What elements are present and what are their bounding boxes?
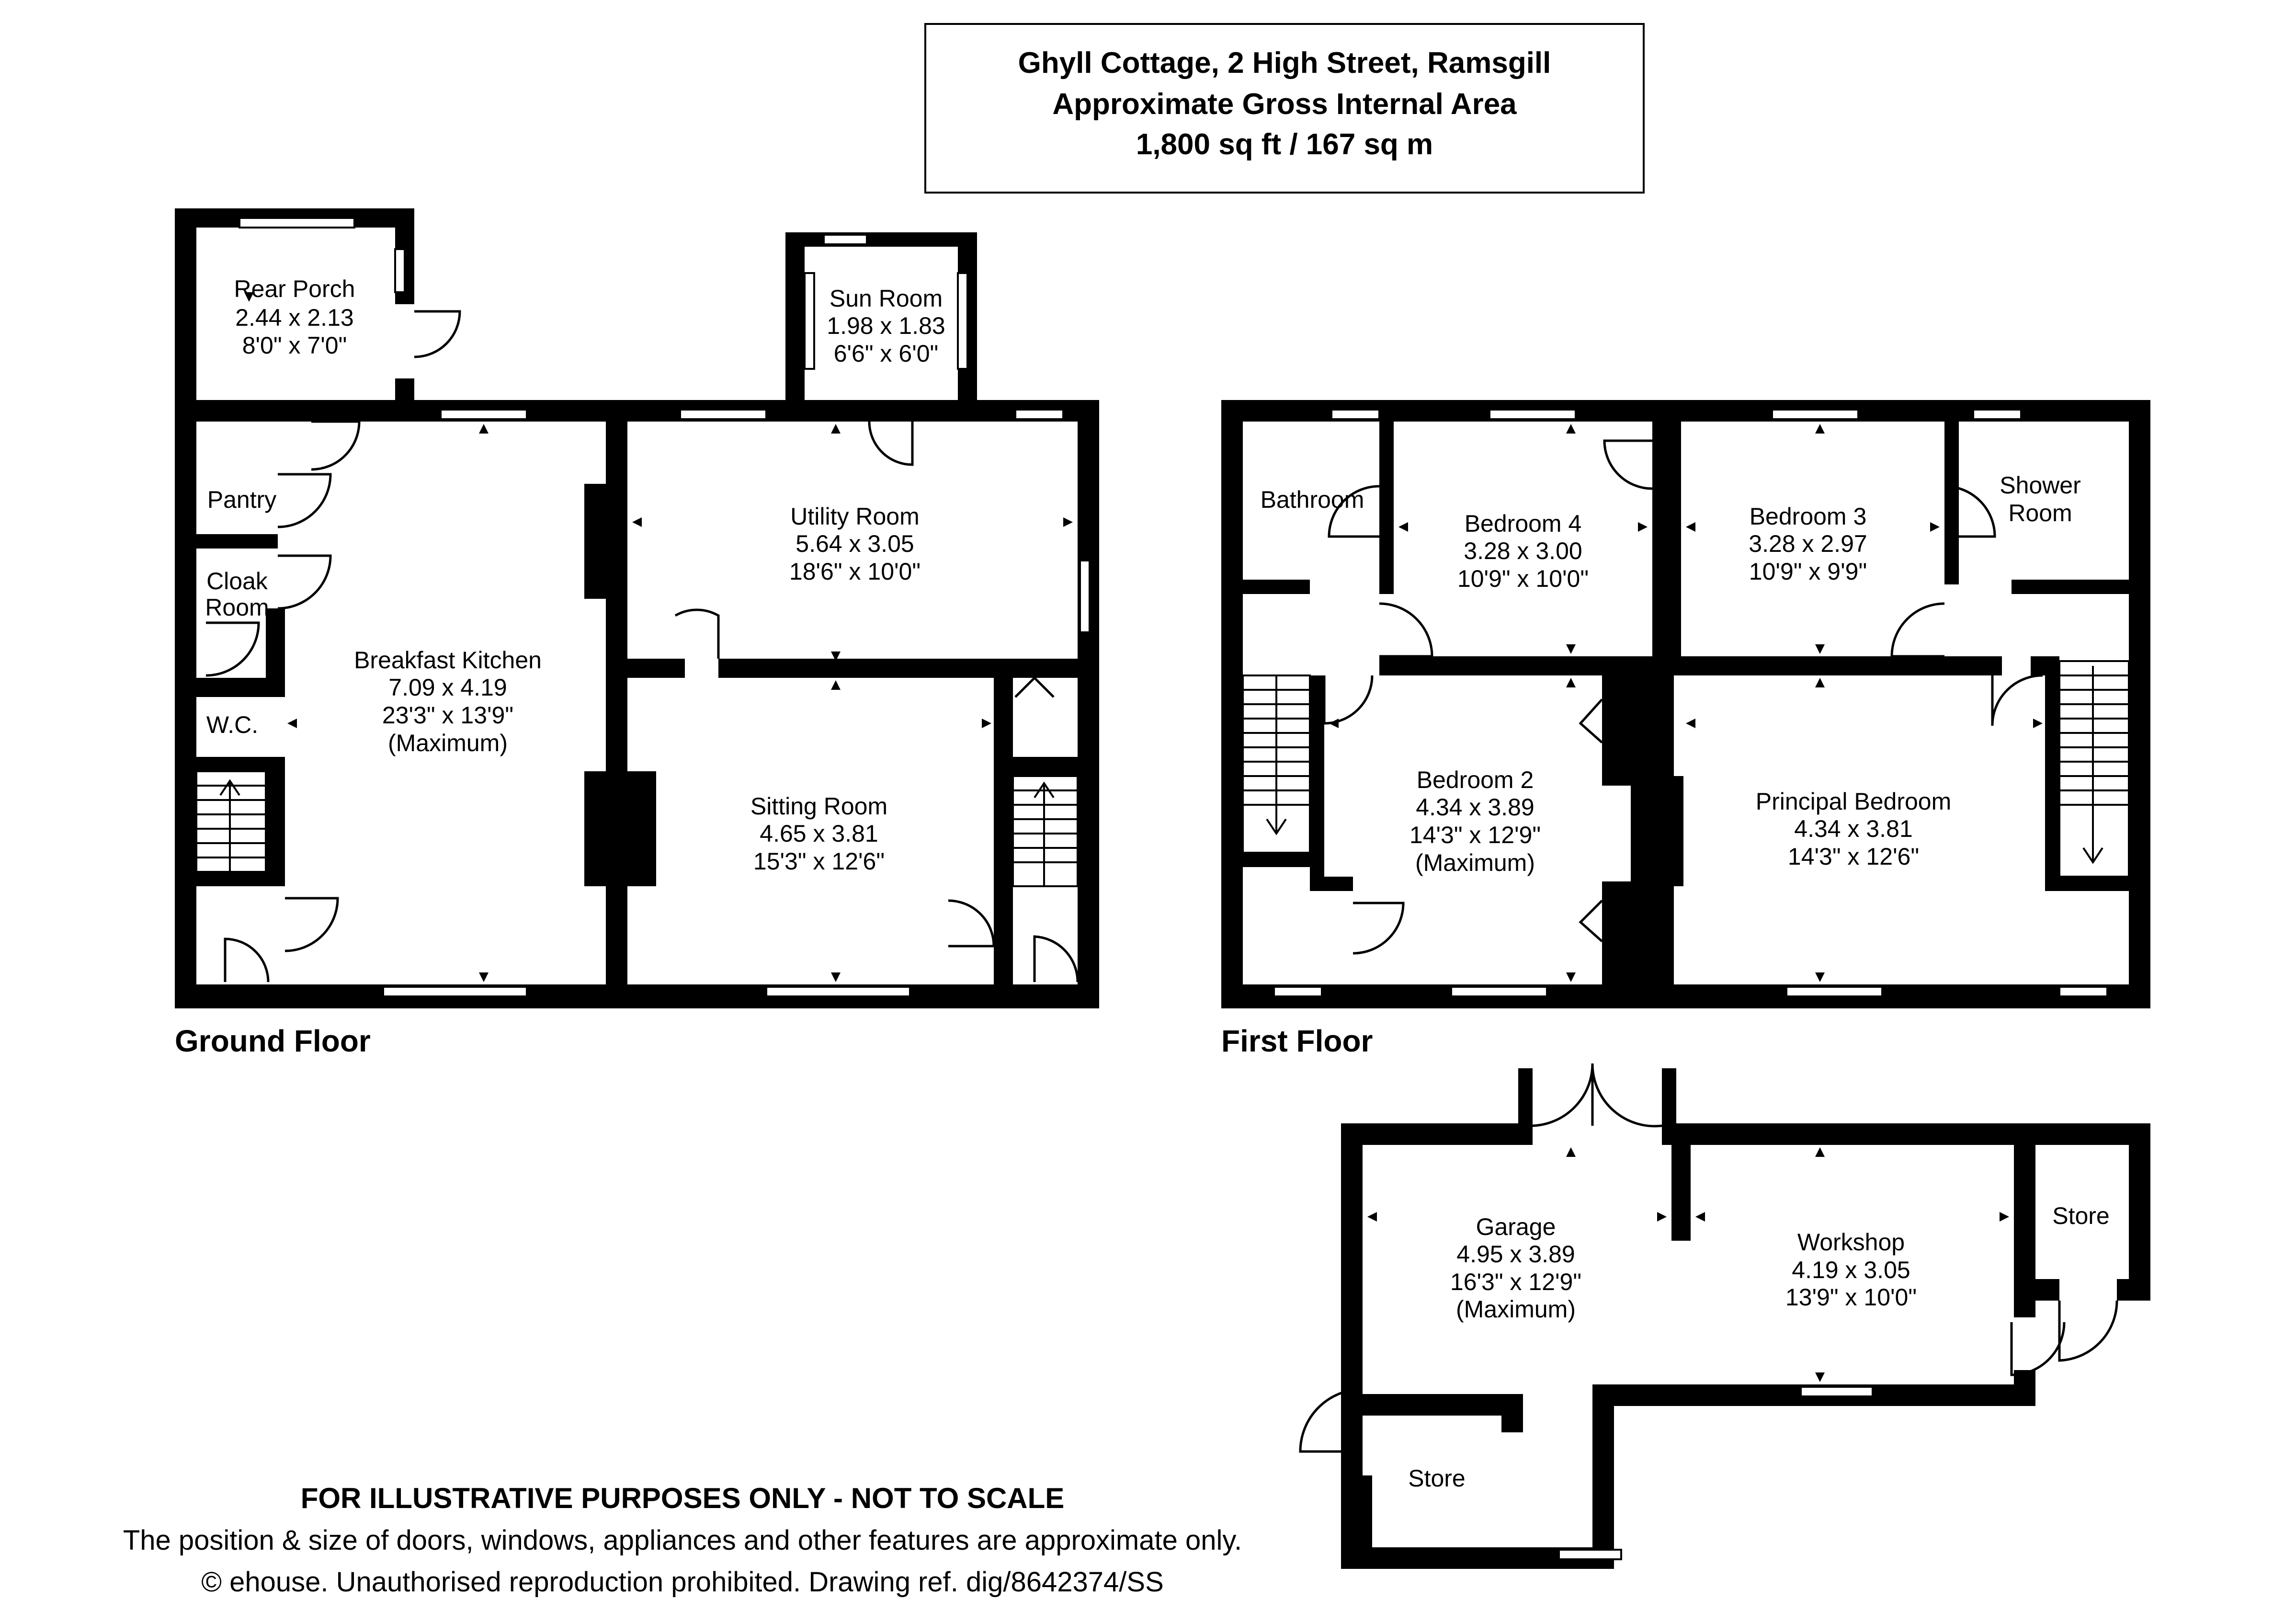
room-breakfast-kitchen: Breakfast Kitchen 7.09 x 4.19 23'3" x 13… — [354, 647, 542, 756]
title-line-2: Approximate Gross Internal Area — [1052, 88, 1517, 121]
room-metric: 1.98 x 1.83 — [827, 312, 945, 339]
room-note: (Maximum) — [1456, 1296, 1576, 1323]
room-name: Garage — [1476, 1213, 1556, 1240]
first-floor-label: First Floor — [1221, 1024, 1373, 1058]
room-name: Workshop — [1797, 1229, 1905, 1256]
room-name-line-2: Room — [205, 594, 269, 621]
room-shower-room: Shower Room — [2000, 472, 2081, 526]
room-imperial: 8'0" x 7'0" — [242, 332, 347, 359]
room-pantry: Pantry — [207, 486, 277, 513]
room-note: (Maximum) — [1415, 849, 1535, 876]
room-metric: 4.95 x 3.89 — [1456, 1241, 1575, 1268]
room-name: Bedroom 4 — [1465, 510, 1582, 537]
room-name: W.C. — [206, 711, 258, 738]
first-floor-plan — [1221, 400, 2150, 1008]
room-name-line-1: Shower — [2000, 472, 2081, 499]
room-imperial: 14'3" x 12'6" — [1788, 843, 1919, 870]
room-name-line-1: Cloak — [206, 568, 268, 594]
room-name: Bedroom 2 — [1417, 766, 1534, 793]
copyright-line: © ehouse. Unauthorised reproduction proh… — [201, 1566, 1164, 1598]
room-imperial: 18'6" x 10'0" — [789, 558, 921, 585]
room-rear-porch: Rear Porch 2.44 x 2.13 8'0" x 7'0" — [234, 275, 355, 359]
disclaimer-line-1: FOR ILLUSTRATIVE PURPOSES ONLY - NOT TO … — [301, 1482, 1065, 1514]
room-metric: 5.64 x 3.05 — [796, 530, 914, 557]
room-garage: Garage 4.95 x 3.89 16'3" x 12'9" (Maximu… — [1450, 1213, 1581, 1323]
room-imperial: 15'3" x 12'6" — [753, 848, 885, 875]
ground-floor-plan — [175, 208, 1099, 1008]
room-imperial: 14'3" x 12'9" — [1409, 822, 1541, 848]
room-sun-room: Sun Room 1.98 x 1.83 6'6" x 6'0" — [827, 285, 945, 367]
room-metric: 3.28 x 2.97 — [1749, 530, 1867, 557]
room-metric: 7.09 x 4.19 — [388, 674, 507, 701]
room-name: Store — [1408, 1465, 1466, 1492]
room-metric: 3.28 x 3.00 — [1464, 537, 1582, 564]
room-name: Bedroom 3 — [1750, 503, 1867, 530]
title-box: Ghyll Cottage, 2 High Street, Ramsgill A… — [924, 23, 1645, 194]
room-imperial: 13'9" x 10'0" — [1785, 1284, 1917, 1311]
room-imperial: 16'3" x 12'9" — [1450, 1269, 1581, 1295]
room-bedroom-2: Bedroom 2 4.34 x 3.89 14'3" x 12'9" (Max… — [1409, 766, 1541, 876]
room-name: Pantry — [207, 486, 277, 513]
outbuilding-plan — [1299, 1063, 2150, 1569]
room-name: Store — [2052, 1202, 2110, 1229]
room-name: Bathroom — [1261, 486, 1364, 513]
title-line-3: 1,800 sq ft / 167 sq m — [1136, 128, 1433, 161]
room-bedroom-4: Bedroom 4 3.28 x 3.00 10'9" x 10'0" — [1457, 510, 1589, 592]
room-metric: 4.19 x 3.05 — [1792, 1257, 1910, 1283]
room-metric: 4.34 x 3.81 — [1794, 815, 1912, 842]
room-imperial: 23'3" x 13'9" — [382, 702, 513, 729]
room-store-left: Store — [1408, 1465, 1466, 1492]
room-principal-bedroom: Principal Bedroom 4.34 x 3.81 14'3" x 12… — [1756, 788, 1952, 870]
room-metric: 2.44 x 2.13 — [235, 304, 353, 331]
room-metric: 4.65 x 3.81 — [760, 820, 878, 847]
room-bedroom-3: Bedroom 3 3.28 x 2.97 10'9" x 9'9" — [1749, 503, 1867, 585]
room-wc: W.C. — [206, 711, 258, 738]
room-name: Breakfast Kitchen — [354, 647, 542, 674]
room-imperial: 10'9" x 9'9" — [1749, 558, 1867, 585]
room-workshop: Workshop 4.19 x 3.05 13'9" x 10'0" — [1785, 1229, 1917, 1311]
room-imperial: 6'6" x 6'0" — [834, 340, 939, 367]
room-name: Sitting Room — [750, 793, 887, 820]
title-line-1: Ghyll Cottage, 2 High Street, Ramsgill — [1018, 46, 1551, 80]
room-name: Utility Room — [790, 503, 919, 530]
room-name-line-2: Room — [2008, 500, 2072, 526]
disclaimer: FOR ILLUSTRATIVE PURPOSES ONLY - NOT TO … — [123, 1482, 1242, 1598]
room-name: Principal Bedroom — [1756, 788, 1952, 815]
room-utility-room: Utility Room 5.64 x 3.05 18'6" x 10'0" — [789, 503, 921, 585]
disclaimer-line-2: The position & size of doors, windows, a… — [123, 1525, 1242, 1556]
room-cloak-room: Cloak Room — [205, 568, 269, 621]
room-name: Rear Porch — [234, 275, 355, 302]
room-note: (Maximum) — [388, 730, 508, 756]
room-sitting-room: Sitting Room 4.65 x 3.81 15'3" x 12'6" — [750, 793, 887, 875]
ground-floor-label: Ground Floor — [175, 1024, 371, 1058]
room-bathroom: Bathroom — [1261, 486, 1364, 513]
room-metric: 4.34 x 3.89 — [1416, 794, 1534, 821]
room-store-right: Store — [2052, 1202, 2110, 1229]
room-name: Sun Room — [830, 285, 943, 312]
room-imperial: 10'9" x 10'0" — [1457, 565, 1589, 592]
